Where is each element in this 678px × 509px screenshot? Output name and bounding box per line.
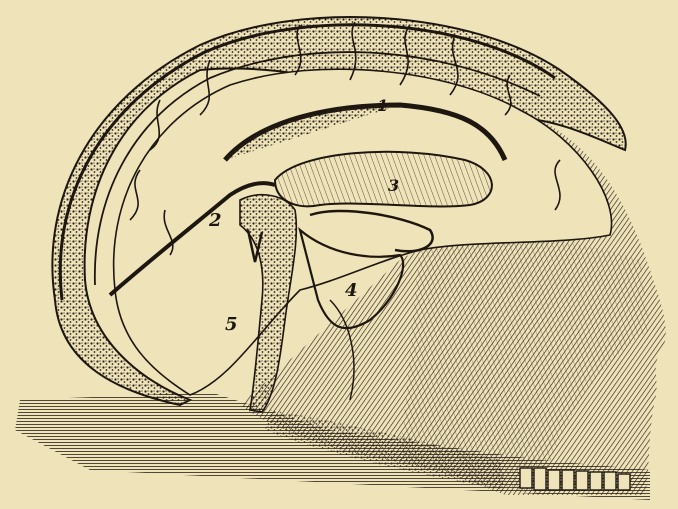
callout-label-5: 5	[225, 316, 238, 334]
callout-label-1: 1	[377, 98, 388, 114]
callout-label-4: 4	[345, 282, 358, 300]
callout-label-2: 2	[209, 212, 222, 230]
callout-label-3: 3	[388, 178, 399, 194]
